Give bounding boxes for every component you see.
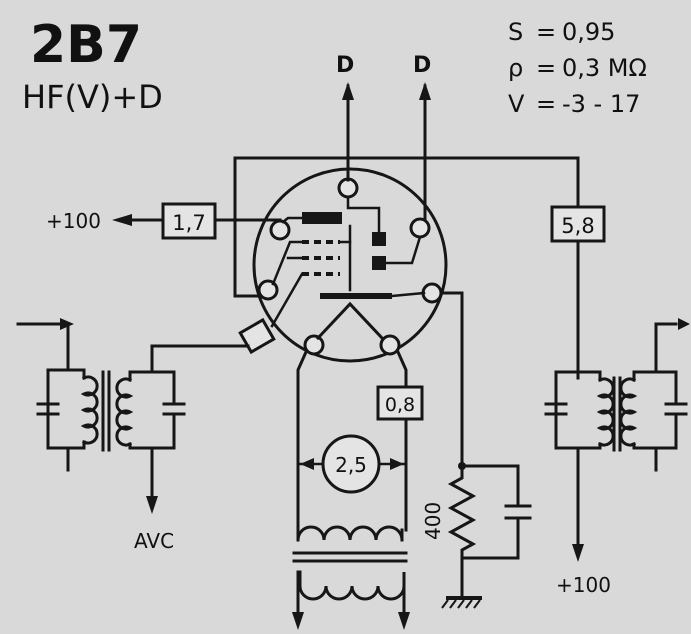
pin-circle [303,334,325,356]
pentode-plate [302,212,342,224]
heater-filament [315,301,385,341]
spec-symbol-rho: ρ [508,54,523,82]
screen-resistor-value: 1,7 [172,211,205,235]
tube-electrodes [302,212,392,341]
pin-circle [421,282,443,304]
tube-internal-wiring [270,195,426,328]
spec-value-s: 0,95 [562,18,615,46]
arrow-right-icon [678,318,690,330]
arrow-down-icon [398,612,410,630]
arrow-down-icon [292,612,304,630]
junction-dot [458,462,466,470]
grid-top-cap [238,317,276,355]
spec-equals: = [536,90,556,118]
tube-function-subtitle: HF(V)+D [22,78,163,116]
plate-supply-label: +100 [556,573,611,597]
arrow-down-icon [146,496,158,514]
heater-tap-resistor [376,385,424,421]
pin-circle [269,219,291,241]
arrow-up-icon [342,82,354,100]
cathode-circuit [439,291,532,598]
arrow-left-icon [112,214,132,226]
input-if-transformer [16,322,250,502]
spec-symbol-v: V [508,90,525,118]
pin-circle [409,217,431,239]
diode-anode [372,232,386,246]
tube-type-title: 2B7 [30,15,142,75]
cathode-resistor-value: 400 [421,502,445,540]
heater-tap-value: 0,8 [385,394,415,416]
diode-anode [372,256,386,270]
diode-output-label-right: D [413,53,431,78]
pin-circle [257,279,279,301]
pin-circle [379,334,401,356]
output-if-transformer [544,322,688,550]
screen-supply-label: +100 [46,209,101,233]
heater-transformer [292,525,408,622]
arrow-right-icon [60,318,74,330]
arrow-up-icon [419,82,431,100]
arrow-down-icon [572,544,584,562]
diode-output-label-left: D [336,53,354,78]
tube-envelope [252,167,448,363]
spec-symbol-s: S [508,18,523,46]
spec-list: S = 0,95 ρ = 0,3 MΩ V = -3 - 17 [508,18,647,118]
plate-resistor-value: 5,8 [561,214,594,238]
ground-icon [441,596,482,609]
spec-value-rho: 0,3 MΩ [562,54,647,82]
pin-circle [337,177,359,199]
spec-equals: = [536,54,556,82]
spec-equals: = [536,18,556,46]
avc-label: AVC [134,529,174,553]
heater-voltage-value: 2,5 [335,453,367,477]
tube-pins [257,177,443,356]
spec-value-v: -3 - 17 [562,90,640,118]
screen-resistor [161,202,217,240]
heater-voltage-circle [321,434,381,494]
arrow-right-icon [390,458,404,470]
plate-resistor [550,205,606,243]
arrow-left-icon [300,458,314,470]
